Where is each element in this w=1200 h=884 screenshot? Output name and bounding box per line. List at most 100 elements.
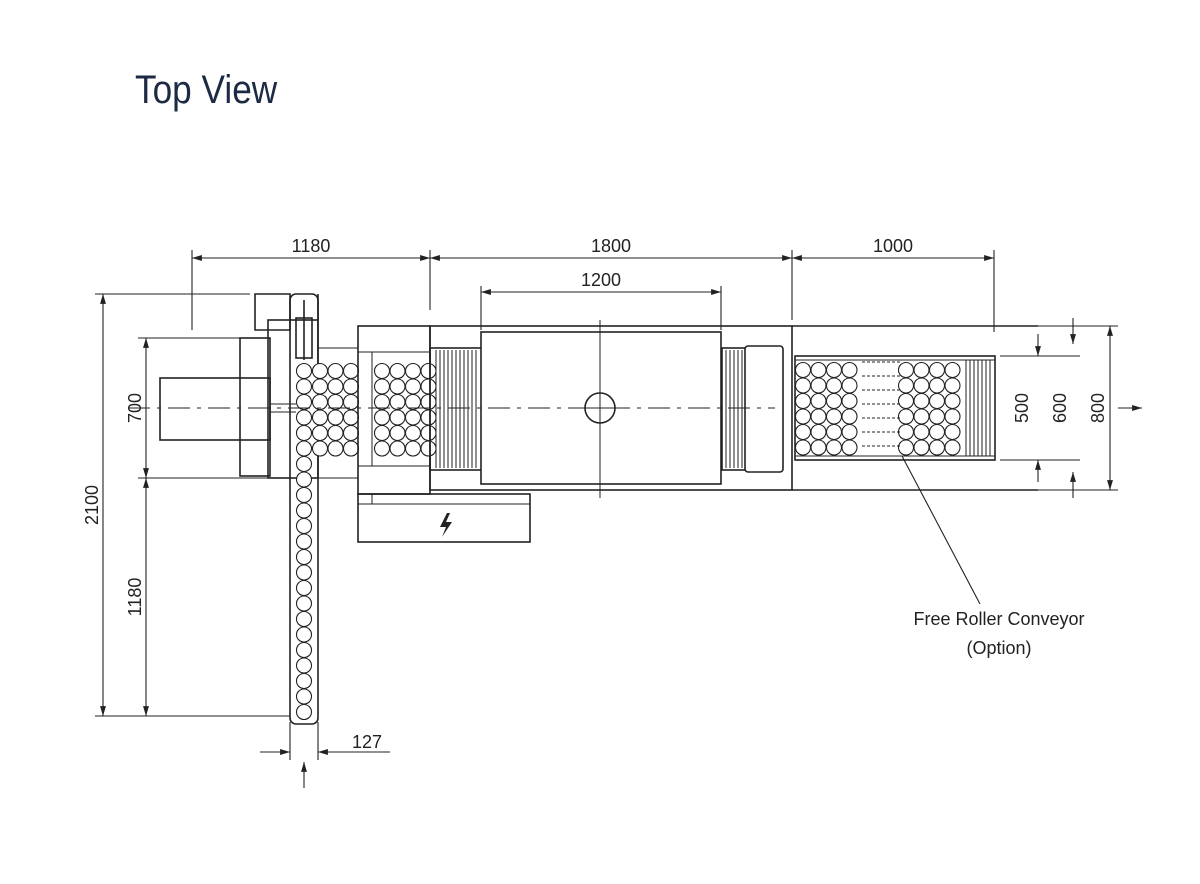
- roller: [944, 377, 961, 394]
- roller: [841, 392, 858, 410]
- roller: [311, 440, 329, 457]
- roller: [389, 440, 406, 457]
- dim-feed-width: 127: [352, 732, 382, 752]
- roller: [327, 362, 344, 380]
- dim-roller-width-500: 500: [1012, 393, 1032, 423]
- roller: [342, 393, 360, 411]
- roller: [404, 440, 422, 457]
- roller: [928, 439, 946, 456]
- roller: [810, 408, 827, 425]
- roller: [841, 408, 858, 425]
- dim-conveyor-length: 1000: [873, 236, 913, 256]
- roller: [342, 378, 360, 395]
- roller: [420, 393, 437, 411]
- roller: [897, 361, 915, 379]
- roller: [825, 377, 843, 394]
- roller: [420, 378, 437, 395]
- roller: [295, 641, 313, 659]
- roller: [295, 455, 313, 473]
- roller: [373, 378, 391, 395]
- roller: [944, 408, 961, 425]
- roller: [810, 377, 827, 394]
- roller: [295, 378, 313, 395]
- outlet-conveyor: [792, 325, 1038, 491]
- roller: [295, 362, 313, 380]
- roller: [944, 361, 961, 379]
- roller: [342, 440, 360, 457]
- roller: [928, 392, 946, 410]
- roller: [825, 423, 843, 441]
- roller: [295, 533, 313, 550]
- roller: [373, 409, 391, 426]
- roller: [897, 377, 915, 394]
- roller: [825, 361, 843, 379]
- roller: [928, 361, 946, 379]
- free-roller-label: Free Roller Conveyor: [913, 609, 1084, 629]
- dim-roller-width-600: 600: [1050, 393, 1070, 423]
- roller: [389, 378, 406, 395]
- roller: [327, 393, 344, 411]
- roller: [794, 439, 812, 456]
- roller: [295, 564, 313, 581]
- dim-conveyor-width: 800: [1088, 393, 1108, 423]
- roller: [373, 440, 391, 457]
- page-title: Top View: [135, 68, 278, 112]
- outlet-rollers: [794, 360, 991, 456]
- roller: [295, 486, 313, 504]
- roller: [420, 424, 437, 442]
- roller: [389, 393, 406, 411]
- roller: [342, 409, 360, 426]
- roller: [944, 423, 961, 441]
- roller: [944, 439, 961, 456]
- roller: [389, 424, 406, 442]
- roller: [897, 392, 915, 410]
- roller: [897, 423, 915, 441]
- roller: [404, 409, 422, 426]
- roller: [810, 439, 827, 456]
- roller: [295, 424, 313, 442]
- roller: [913, 392, 930, 410]
- roller: [327, 424, 344, 442]
- roller: [794, 377, 812, 394]
- roller: [311, 362, 329, 380]
- roller: [794, 392, 812, 410]
- roller: [913, 408, 930, 425]
- roller: [295, 626, 313, 643]
- roller: [311, 424, 329, 442]
- roller: [404, 362, 422, 380]
- roller: [794, 408, 812, 425]
- roller: [373, 393, 391, 411]
- roller: [913, 439, 930, 456]
- dimension-lines: [95, 250, 1118, 760]
- roller: [311, 378, 329, 395]
- roller: [389, 362, 406, 380]
- roller: [404, 393, 422, 411]
- roller: [311, 393, 329, 411]
- roller: [810, 392, 827, 410]
- roller: [295, 517, 313, 535]
- roller: [841, 377, 858, 394]
- roller: [295, 471, 313, 488]
- dim-loader-width: 1180: [292, 236, 331, 256]
- dim-total-length: 2100: [82, 485, 102, 525]
- roller: [794, 361, 812, 379]
- roller: [342, 424, 360, 442]
- transfer-rollers: [373, 362, 437, 457]
- inlet-unit: [159, 293, 319, 725]
- transfer-section: [318, 325, 531, 543]
- roller: [825, 439, 843, 456]
- roller: [841, 361, 858, 379]
- roller: [897, 439, 915, 456]
- roller: [913, 377, 930, 394]
- roller: [825, 392, 843, 410]
- roller: [295, 610, 313, 628]
- roller: [810, 361, 827, 379]
- roller: [295, 595, 313, 612]
- machine-hatch: [435, 350, 743, 468]
- roller: [295, 440, 313, 457]
- roller: [311, 409, 329, 426]
- roller: [295, 672, 313, 690]
- dim-machine-length: 1800: [591, 236, 631, 256]
- roller: [373, 424, 391, 442]
- roller: [295, 703, 313, 721]
